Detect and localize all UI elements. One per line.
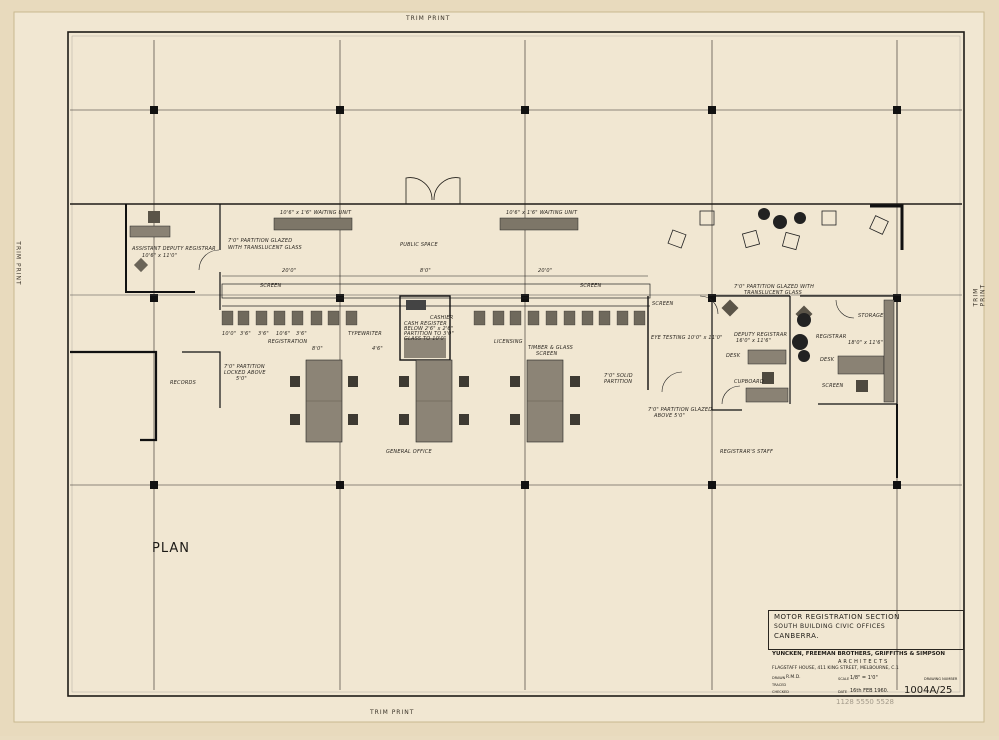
label-screen-right: SCREEN xyxy=(580,283,602,289)
label-desk: DESK xyxy=(726,353,741,359)
label-dim-left-0: 10'0" xyxy=(222,331,237,337)
title-line-1: MOTOR REGISTRATION SECTION xyxy=(774,613,900,621)
date-label: DATE xyxy=(838,690,848,694)
label-eye-testing: EYE TESTING 10'0" x 11'0" xyxy=(651,335,723,341)
scale-value: 1/8" = 1'0" xyxy=(850,675,878,681)
firm-name: YUNCKEN, FREEMAN BROTHERS, GRIFFITHS & S… xyxy=(772,651,945,657)
label-deputy-size: 16'0" x 11'6" xyxy=(736,338,772,344)
label-partition-records-3: 5'0" xyxy=(236,376,247,382)
label-dim-row-0: 8'0" xyxy=(312,346,323,352)
label-registrar: REGISTRAR xyxy=(816,334,847,340)
traced-label: TRACED xyxy=(772,683,787,687)
label-partition-records-2: LOCKED ABOVE xyxy=(224,370,266,376)
label-assistant-deputy-registrar: ASSISTANT DEPUTY REGISTRAR xyxy=(132,246,216,252)
label-partition-glazed-3: TRANSLUCENT GLASS xyxy=(744,290,802,296)
label-public-space: PUBLIC SPACE xyxy=(400,242,438,248)
trim-label-top: TRIM PRINT xyxy=(406,15,451,22)
label-dim-row-1: 4'6" xyxy=(372,346,383,352)
title-line-2: SOUTH BUILDING CIVIC OFFICES xyxy=(774,623,886,630)
trim-label-right: TRIM PRINT xyxy=(972,283,987,307)
label-dim-left-4: 3'6" xyxy=(296,331,307,337)
label-with-translucent: WITH TRANSLUCENT GLASS xyxy=(228,245,302,251)
label-solid-partition-2: PARTITION xyxy=(604,379,633,385)
label-cash-register-4: GLASS TO 10'0" xyxy=(404,336,447,342)
label-cashier: CASHIER xyxy=(430,315,454,321)
label-cash-register-3: PARTITION TO 3'0" xyxy=(404,331,454,337)
label-dim-left-2: 3'6" xyxy=(258,331,269,337)
drawn-label: DRAWN xyxy=(772,676,786,680)
firm-architects: ARCHITECTS xyxy=(838,659,890,665)
label-dim-right: 20'0" xyxy=(538,268,553,274)
label-timber-glass-2: SCREEN xyxy=(536,351,558,357)
date-value: 16th FEB 1960. xyxy=(850,688,889,694)
trim-label-left: TRIM PRINT xyxy=(14,241,22,286)
label-dim-left: 20'0" xyxy=(282,268,297,274)
label-deputy-registrar: DEPUTY REGISTRAR xyxy=(734,332,788,338)
label-general-office: GENERAL OFFICE xyxy=(386,449,432,455)
plan-title: PLAN xyxy=(152,541,190,556)
label-partition-glazed-5: ABOVE 5'0" xyxy=(654,413,685,419)
trim-label-bottom: TRIM PRINT xyxy=(370,709,415,716)
drawing-number-label: DRAWING NUMBER xyxy=(924,677,958,681)
drawing-number: 1004A/25 xyxy=(904,685,953,696)
archive-stamp: 1128 5550 5528 xyxy=(836,698,894,706)
label-typewriter: TYPEWRITER xyxy=(348,331,382,337)
firm-address: FLAGSTAFF HOUSE, 411 KING STREET, MELBOU… xyxy=(772,666,899,671)
label-solid-partition: 7'0" SOLID xyxy=(604,373,633,379)
label-partition-records: 7'0" PARTITION xyxy=(224,364,265,370)
drawn-value: R.M.D. xyxy=(786,675,801,680)
label-registrars-staff: REGISTRAR'S STAFF xyxy=(720,449,774,455)
label-dim-left-3: 10'6" xyxy=(276,331,291,337)
label-waiting-unit-left: 10'6" x 1'6" WAITING UNIT xyxy=(280,210,352,216)
label-cupboard: CUPBOARD xyxy=(734,379,764,385)
label-cash-register-2: BELOW 2'6" x 2'6" xyxy=(404,326,454,332)
checked-label: CHECKED xyxy=(772,690,789,694)
label-registrar-size: 18'0" x 11'6" xyxy=(848,340,884,346)
title-line-3: CANBERRA. xyxy=(774,632,819,640)
label-timber-glass: TIMBER & GLASS xyxy=(528,345,574,351)
label-dim-mid: 8'0" xyxy=(420,268,431,274)
scale-label: SCALE xyxy=(838,677,850,681)
label-partition-glazed-4: 7'0" PARTITION GLAZED xyxy=(648,407,713,413)
label-desk-2: DESK xyxy=(820,357,835,363)
label-eye-screen: SCREEN xyxy=(652,301,674,307)
label-screen-left: SCREEN xyxy=(260,283,282,289)
label-partition-glazed: 7'0" PARTITION GLAZED xyxy=(228,238,293,244)
label-dim-left-1: 3'6" xyxy=(240,331,251,337)
title-block-box xyxy=(768,610,964,650)
label-waiting-unit-right: 10'6" x 1'6" WAITING UNIT xyxy=(506,210,578,216)
label-cash-register: CASH REGISTER xyxy=(404,321,447,327)
label-licensing: LICENSING xyxy=(494,339,523,345)
label-screen-3: SCREEN xyxy=(822,383,844,389)
label-assistant-size: 10'6" x 11'0" xyxy=(142,253,178,259)
label-records: RECORDS xyxy=(170,380,196,386)
label-partition-glazed-2: 7'0" PARTITION GLAZED WITH xyxy=(734,284,815,290)
label-storage: STORAGE xyxy=(858,313,884,319)
label-registration: REGISTRATION xyxy=(268,339,308,345)
